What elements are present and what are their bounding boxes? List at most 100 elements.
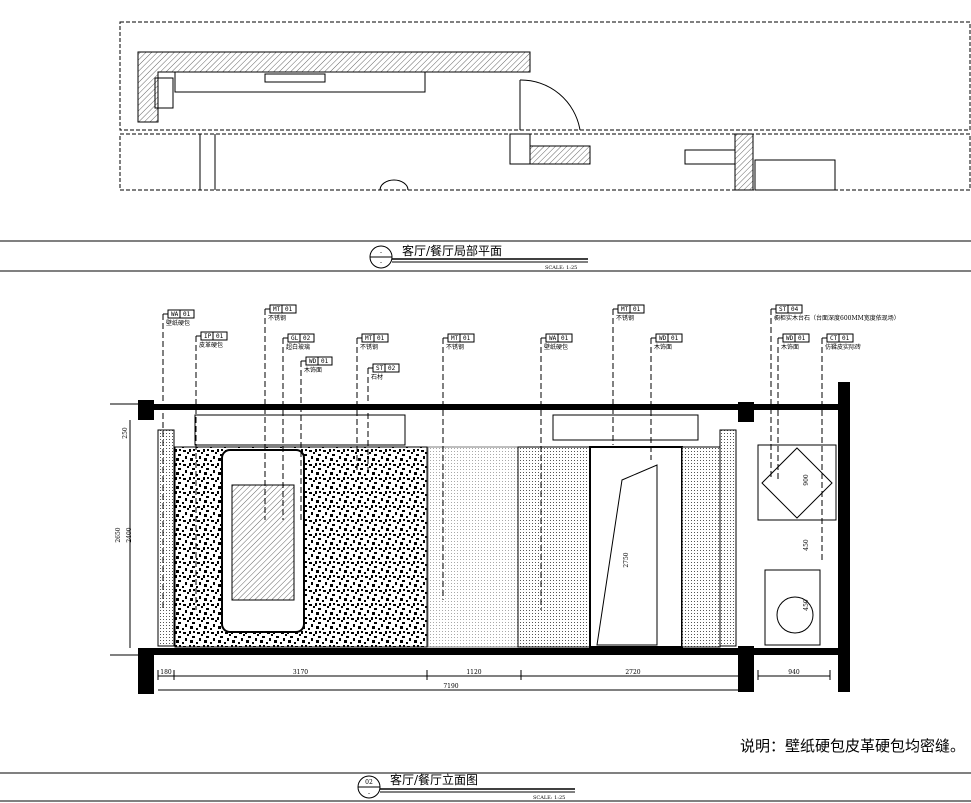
dimension-label: 900 [803, 474, 810, 486]
callout-description: 仿鞣皮实际砖 [825, 343, 861, 351]
callout-description: 不锈钢 [446, 343, 464, 351]
callout-tag-box [826, 333, 854, 343]
callout-number: 01 [798, 335, 806, 342]
vertical-dimensions: 250 2650 2400 2750 900 450 450 [115, 427, 810, 611]
callout-tag-box [447, 333, 475, 343]
callout-code: MT [365, 335, 373, 342]
callout-description: 石材 [371, 373, 383, 381]
dimension-label: 2720 [625, 669, 640, 676]
callout-code: WD [659, 335, 667, 342]
plan-scale: SCALE: 1:25 [545, 265, 577, 271]
callout-tag-box [545, 333, 573, 343]
callout-description: 木饰面 [304, 366, 322, 374]
horizontal-dimensions: 180 3170 1120 2720 940 7190 [157, 669, 831, 691]
dimension-total: 7190 [443, 683, 458, 690]
callout-description: 壁纸硬包 [166, 319, 190, 327]
callout-number: 04 [791, 306, 799, 313]
callout-code: MT [273, 306, 281, 313]
dimension-label: 1120 [466, 669, 481, 676]
callout-description: 不锈钢 [616, 314, 634, 322]
dimension-label: 450 [803, 599, 810, 611]
callout-description: 木饰面 [654, 343, 672, 351]
callout-code: ST [376, 365, 384, 372]
callout-code: CT [830, 335, 838, 342]
dimension-label: 940 [788, 669, 800, 676]
dimension-label: 3170 [293, 669, 308, 676]
callout-tag-box [167, 309, 195, 319]
dimension-label: 250 [122, 427, 129, 439]
callout-code: ST [779, 306, 787, 313]
plan-title-block: - - 客厅/餐厅局部平面 SCALE: 1:25 [0, 240, 971, 272]
callout-code: GL [291, 335, 299, 342]
callout-number: 01 [561, 335, 569, 342]
dimension-label: 2400 [126, 527, 133, 542]
elevation-sub: - [368, 790, 370, 797]
callout-description: 壁纸硬包 [544, 343, 568, 351]
callout-number: 01 [463, 335, 471, 342]
elevation-scale: SCALE: 1:25 [533, 795, 565, 801]
callout-description: 不锈钢 [268, 314, 286, 322]
dimension-label: 2750 [623, 552, 630, 567]
callout-number: 02 [388, 365, 396, 372]
callout-number: 01 [633, 306, 641, 313]
callout-number: 01 [671, 335, 679, 342]
elevation-drawing [110, 382, 850, 694]
callout-description: 木饰面 [781, 343, 799, 351]
callout-tag-box [287, 333, 315, 343]
callout-code: WD [786, 335, 794, 342]
dimension-label: 450 [803, 539, 810, 551]
callout-code: MT [621, 306, 629, 313]
elevation-number: 02 [365, 779, 373, 786]
callout-description: 不锈钢 [360, 343, 378, 351]
callout-tag-box [775, 304, 803, 314]
callout-number: 01 [183, 311, 191, 318]
callout-number: 01 [216, 333, 224, 340]
plan-number: - [380, 249, 382, 256]
callout-tag-box [782, 333, 810, 343]
elevation-title: 客厅/餐厅立面图 [390, 772, 478, 787]
callout-number: 01 [842, 335, 850, 342]
dimension-label: 2650 [115, 527, 122, 542]
callout-tag-box [372, 363, 400, 373]
callout-number: 02 [303, 335, 311, 342]
callout-tag-box [200, 331, 228, 341]
callout-description: 皮革硬包 [199, 341, 223, 349]
drawing-note: 说明：壁纸硬包皮革硬包均密缝。 [740, 737, 965, 755]
elevation-title-block: 02 - 客厅/餐厅立面图 SCALE: 1:25 [0, 772, 971, 802]
floor-plan [119, 21, 971, 191]
callout-tag-box [617, 304, 645, 314]
callout-tag-box [655, 333, 683, 343]
callout-description: 橱柜实木台石（台面深度600MM宽度依现场） [774, 314, 900, 322]
callout-code: WA [171, 311, 179, 318]
callout-code: WA [549, 335, 557, 342]
material-callout: ST 02 石材 [367, 363, 400, 470]
callout-tag-box [305, 356, 333, 366]
callout-tag-box [269, 304, 297, 314]
plan-title: 客厅/餐厅局部平面 [402, 243, 502, 258]
callout-number: 01 [321, 358, 329, 365]
callout-code: WD [309, 358, 317, 365]
callout-code: IP [204, 333, 212, 340]
callout-description: 超白玻璃 [286, 343, 310, 351]
callout-code: MT [451, 335, 459, 342]
callout-number: 01 [285, 306, 293, 313]
dimension-label: 180 [160, 669, 172, 676]
plan-sub: - [380, 259, 382, 266]
callout-number: 01 [377, 335, 385, 342]
callout-tag-box [361, 333, 389, 343]
